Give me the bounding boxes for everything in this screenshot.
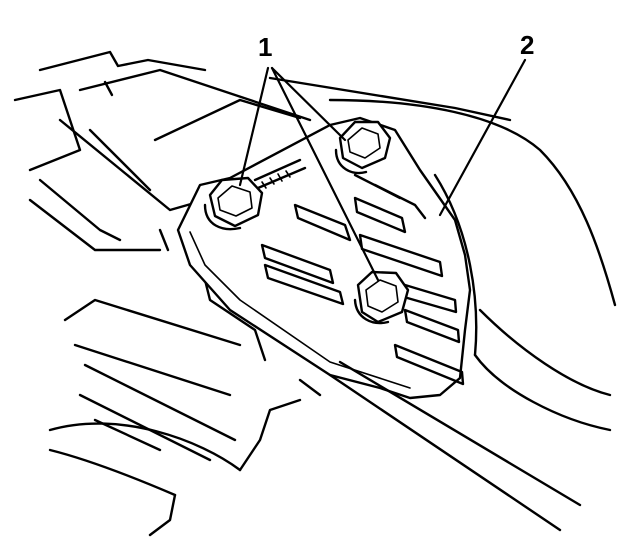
bolt-lower xyxy=(353,270,410,325)
callout-2-leader xyxy=(438,58,527,217)
callout-1-leaders xyxy=(238,66,380,282)
lower-structure xyxy=(48,278,322,537)
callout-label-1: 1 xyxy=(258,32,272,62)
plate-slots xyxy=(260,173,465,386)
bolt-upper xyxy=(334,120,392,175)
crossmember-body xyxy=(328,98,617,432)
frame-rail xyxy=(13,50,512,252)
bolt-left xyxy=(203,158,307,231)
callout-label-2: 2 xyxy=(520,30,534,60)
